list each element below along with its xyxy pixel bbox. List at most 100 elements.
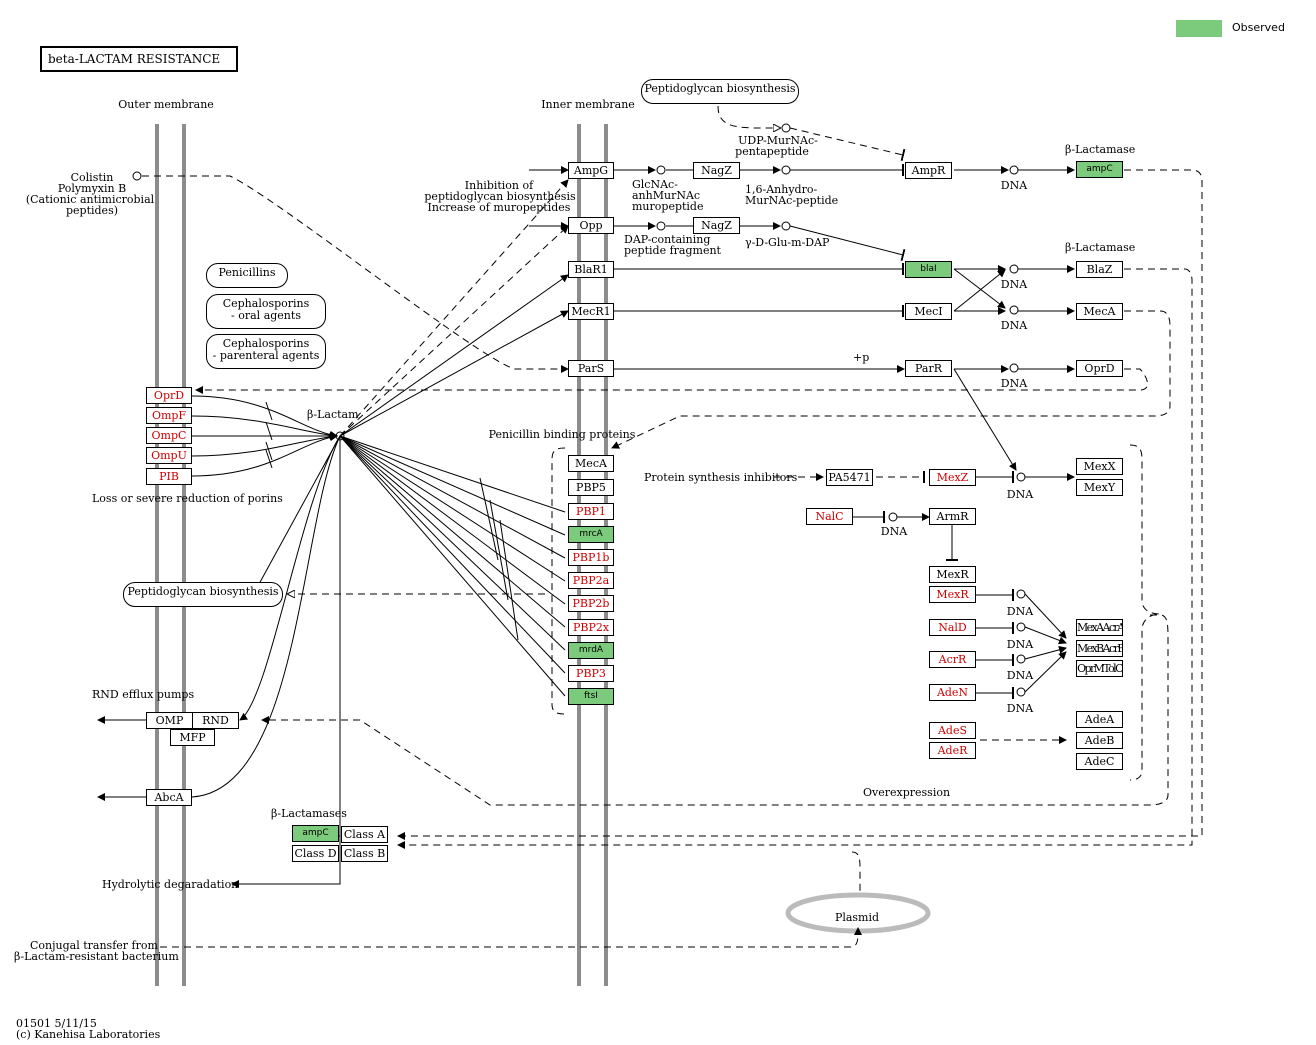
label-hydrolytic: Hydrolytic degaradation [102,878,239,891]
pill-peptidoglycan-top[interactable]: Peptidoglycan biosynthesis [641,79,799,104]
gene-adec[interactable]: AdeC [1076,753,1123,770]
gene-class-d[interactable]: Class D [292,845,339,862]
pill-ceph-par-line1: Cephalosporins [222,337,310,350]
outer-membrane [155,124,186,986]
gene-mexb[interactable]: MexBAcrB [1076,640,1123,657]
gene-mexy[interactable]: MexY [1076,479,1123,496]
label-dna: DNA [1000,179,1028,192]
gene-blai[interactable]: blaI [905,261,952,278]
gene-pa5471[interactable]: PA5471 [826,469,873,486]
gene-pbp1[interactable]: PBP1 [568,503,614,520]
label-dna: DNA [1006,488,1034,501]
gene-pbp1b[interactable]: PBP1b [568,549,614,566]
gene-mexr-1[interactable]: MexR [929,566,976,583]
gene-pbp2b[interactable]: PBP2b [568,595,614,612]
gene-class-a[interactable]: Class A [341,826,388,843]
label-conjugal-2: β-Lactam-resistant bacterium [14,950,179,963]
gene-mexx[interactable]: MexX [1076,458,1123,475]
dashed-edges [142,105,1203,948]
gene-parr[interactable]: ParR [905,360,952,377]
gene-class-b[interactable]: Class B [341,845,388,862]
label-b-lactamases: β-Lactamases [271,807,347,820]
label-udp-1: UDP-MurNAc- [738,134,818,147]
gene-armr[interactable]: ArmR [929,508,976,525]
gene-pbp2x[interactable]: PBP2x [568,619,614,636]
gene-nagz-2[interactable]: NagZ [693,217,740,234]
pill-penicillins[interactable]: Penicillins [206,263,288,288]
gene-mexr-2[interactable]: MexR [929,586,976,603]
label-conjugal-1: Conjugal transfer from [30,939,158,952]
label-glcnac-1: GlcNAc- [632,178,678,191]
label-blactamase-2: β-Lactamase [1065,241,1136,254]
label-plus-p: +p [853,351,870,364]
solid-edges [97,164,1075,888]
gene-aden[interactable]: AdeN [929,684,976,701]
gene-oprm[interactable]: OprMTolC [1076,660,1123,677]
gene-meca-r[interactable]: MecA [1076,303,1123,320]
gene-ader[interactable]: AdeR [929,742,976,759]
gene-ompu[interactable]: OmpU [146,447,192,464]
gene-pbp3[interactable]: PBP3 [568,665,614,682]
gene-mexa[interactable]: MexAAcrA [1076,619,1123,636]
gene-rnd[interactable]: RND [192,712,239,729]
gene-ompf[interactable]: OmpF [146,407,192,424]
gene-blar1[interactable]: BlaR1 [568,261,614,278]
gene-blaz[interactable]: BlaZ [1076,261,1123,278]
label-inhibition-1: Inhibition of [464,179,534,192]
gene-ampc-bl[interactable]: ampC [292,825,339,842]
label-plasmid: Plasmid [834,911,880,924]
gene-pars[interactable]: ParS [568,360,614,377]
gene-omp[interactable]: OMP [146,712,193,729]
footer-id-date: 01501 5/11/15 [16,1017,97,1030]
gene-ftsi[interactable]: ftsI [568,688,614,705]
gene-ampr[interactable]: AmpR [905,162,952,179]
gene-opp[interactable]: Opp [568,217,614,234]
label-dna: DNA [1006,669,1034,682]
gene-mrda[interactable]: mrdA [568,642,614,659]
gene-pbp2a[interactable]: PBP2a [568,572,614,589]
gene-pib[interactable]: PIB [146,468,192,485]
label-dap-1: DAP-containing [624,233,711,246]
gene-meca-im[interactable]: MecA [568,455,614,472]
label-anhydro-2: MurNAc-peptide [745,194,839,207]
label-udp-2: pentapeptide [735,145,809,158]
gene-nald[interactable]: NalD [929,619,976,636]
label-colistin-1: Colistin [70,171,114,184]
pill-ceph-oral-line2: - oral agents [231,309,301,322]
label-dna: DNA [880,525,908,538]
gene-oprd-r[interactable]: OprD [1076,360,1123,377]
gene-nalc[interactable]: NalC [806,508,853,525]
gene-acrr[interactable]: AcrR [929,651,976,668]
label-anhydro-1: 1,6-Anhydro- [745,183,818,196]
gene-ompc[interactable]: OmpC [146,427,192,444]
pill-ceph-parenteral[interactable]: Cephalosporins - parenteral agents [206,334,326,369]
label-porins: Loss or severe reduction of porins [92,492,283,505]
gene-mexz[interactable]: MexZ [929,469,976,486]
label-dna: DNA [1000,377,1028,390]
gene-abca[interactable]: AbcA [146,789,192,806]
gene-mfp[interactable]: MFP [170,729,215,746]
cut-marks [265,401,519,641]
gene-adea[interactable]: AdeA [1076,711,1123,728]
pill-ceph-par-line2: - parenteral agents [212,349,320,362]
gene-ampc-top[interactable]: ampC [1076,161,1123,178]
gene-mrca[interactable]: mrcA [568,526,614,543]
gene-ades[interactable]: AdeS [929,722,976,739]
gene-meci[interactable]: MecI [905,303,952,320]
gene-nagz-1[interactable]: NagZ [693,162,740,179]
gene-ampg[interactable]: AmpG [568,162,614,179]
gene-adeb[interactable]: AdeB [1076,732,1123,749]
label-b-lactam: β-Lactam [307,408,359,421]
label-dna: DNA [1006,702,1034,715]
pill-ceph-oral[interactable]: Cephalosporins - oral agents [206,294,326,329]
label-dna: DNA [1006,638,1034,651]
pill-peptidoglycan-left[interactable]: Peptidoglycan biosynthesis [123,582,283,607]
gene-mecr1[interactable]: MecR1 [568,303,614,320]
label-overexpression: Overexpression [863,786,951,799]
legend-swatch [1176,20,1222,37]
label-blactamase-1: β-Lactamase [1065,143,1136,156]
label-outer-membrane: Outer membrane [118,98,214,111]
label-pbp: Penicillin binding proteins [488,428,636,441]
gene-pbp5[interactable]: PBP5 [568,479,614,496]
gene-oprd-om[interactable]: OprD [146,387,192,404]
